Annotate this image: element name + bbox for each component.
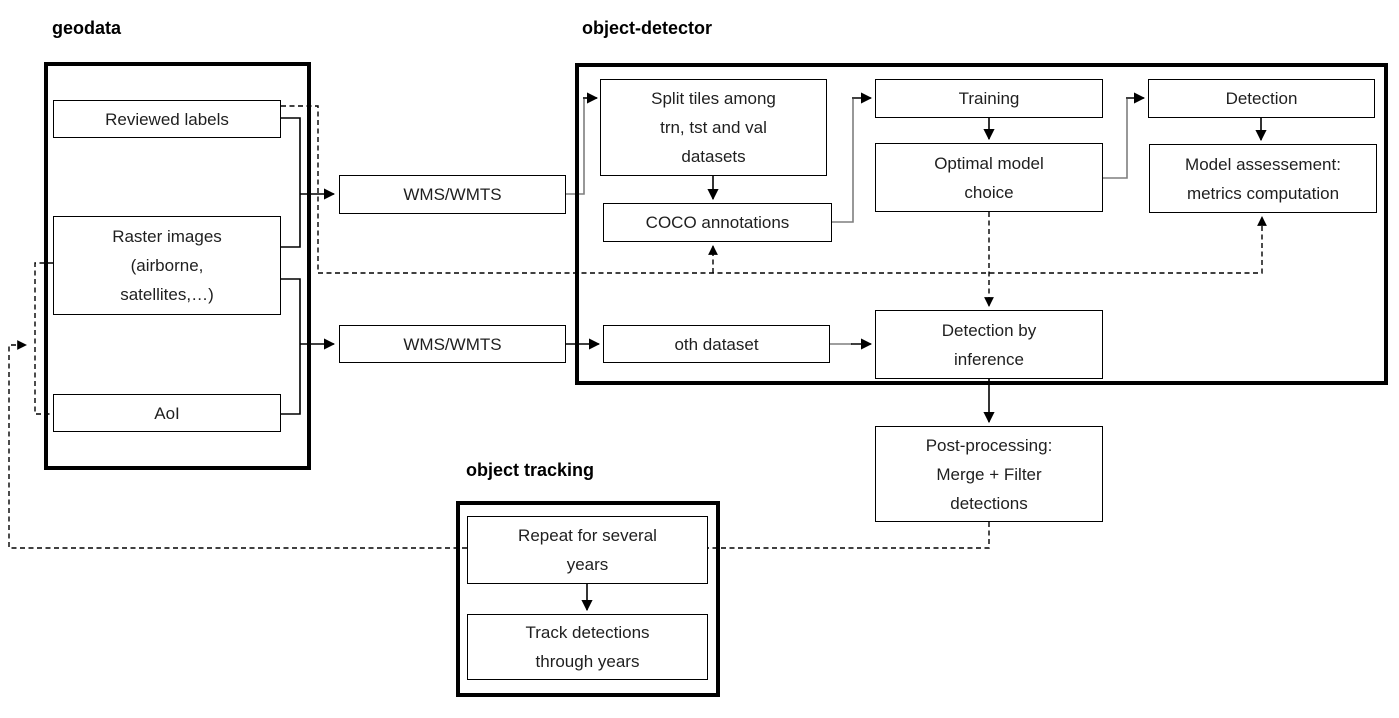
object-detector-title: object-detector [582, 18, 713, 38]
node-model-assessment-label: Model assessement: metrics computation [1185, 154, 1341, 203]
node-oth-dataset: oth dataset [603, 325, 830, 363]
node-track-detections: Track detections through years [467, 614, 708, 680]
node-aoi: AoI [53, 394, 281, 432]
node-reviewed-labels: Reviewed labels [53, 100, 281, 138]
node-aoi-label: AoI [154, 403, 180, 423]
node-raster-images: Raster images (airborne, satellites,…) [53, 216, 281, 315]
node-reviewed-labels-label: Reviewed labels [105, 109, 229, 129]
node-repeat-years: Repeat for several years [467, 516, 708, 584]
bracket-raster-aoi [281, 278, 301, 415]
node-raster-images-label: Raster images (airborne, satellites,…) [112, 227, 222, 304]
node-repeat-years-label: Repeat for several years [518, 526, 657, 574]
node-split-tiles: Split tiles among trn, tst and val datas… [600, 79, 827, 176]
node-post-processing: Post-processing: Merge + Filter detectio… [875, 426, 1103, 522]
geodata-container [44, 62, 311, 470]
node-coco-annotations: COCO annotations [603, 203, 832, 242]
node-oth-dataset-label: oth dataset [674, 334, 759, 354]
object-tracking-title: object tracking [466, 460, 595, 480]
node-detection-inference: Detection by inference [875, 310, 1103, 379]
node-optimal-model-label: Optimal model choice [934, 153, 1044, 202]
node-track-detections-label: Track detections through years [525, 623, 650, 671]
node-model-assessment: Model assessement: metrics computation [1149, 144, 1377, 213]
node-detection: Detection [1148, 79, 1375, 118]
node-detection-label: Detection [1225, 89, 1298, 108]
elbow-coco-to-training [832, 99, 854, 223]
node-split-tiles-label: Split tiles among trn, tst and val datas… [651, 89, 776, 166]
dashed-postprocessing-to-repeat [708, 522, 990, 549]
node-wms-top-label: WMS/WMTS [403, 185, 502, 204]
dashed-labels-to-model-assessment [281, 105, 1267, 274]
node-wms-bottom-label: WMS/WMTS [403, 334, 502, 354]
elbow-wms-top-to-split-tiles [566, 99, 585, 195]
node-optimal-model: Optimal model choice [875, 143, 1103, 212]
elbow-optimal-to-detection [1103, 99, 1128, 179]
node-wms-bottom: WMS/WMTS [339, 325, 566, 363]
node-training-label: Training [958, 89, 1020, 108]
node-wms-top: WMS/WMTS [339, 175, 566, 214]
object-tracking-container [456, 501, 720, 697]
object-detector-container [575, 63, 1388, 385]
node-detection-inference-label: Detection by inference [941, 320, 1037, 369]
bracket-labels-raster [281, 117, 301, 248]
geodata-title: geodata [52, 18, 122, 38]
node-training: Training [875, 79, 1103, 118]
node-coco-annotations-label: COCO annotations [645, 213, 790, 232]
node-post-processing-label: Post-processing: Merge + Filter detectio… [925, 435, 1053, 513]
